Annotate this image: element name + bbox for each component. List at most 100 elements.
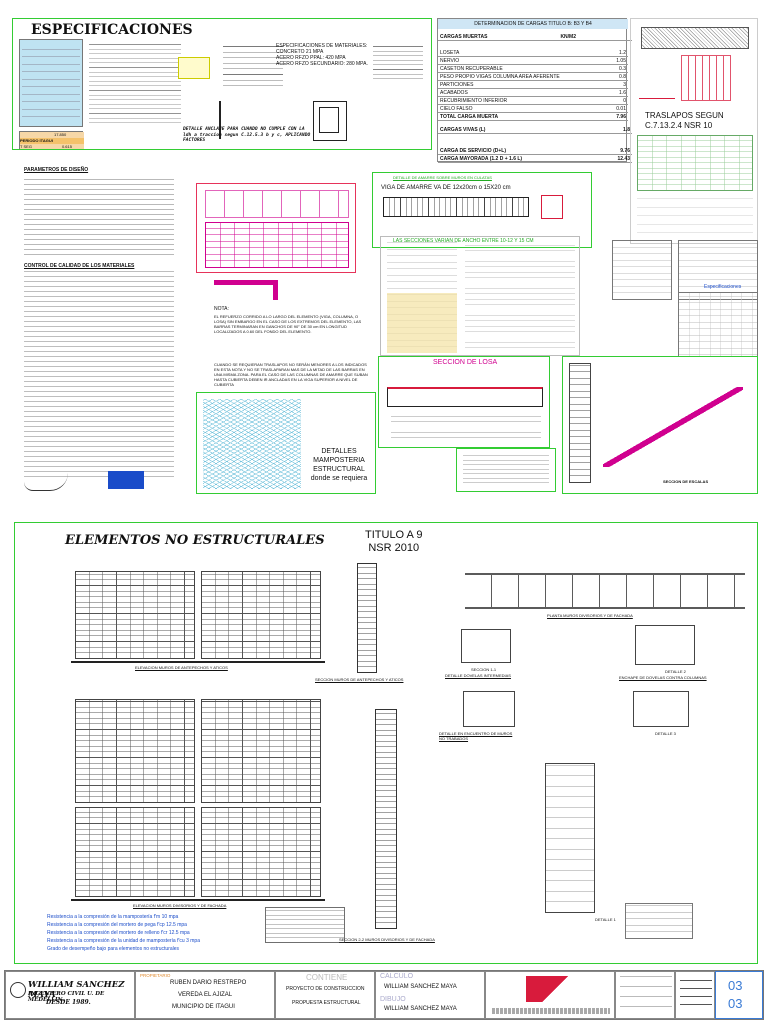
dibujo-label: DIBUJO [380,996,406,1003]
planta-label: PLANTA MUROS DIVISORIOS Y DE FACHADA [547,613,633,618]
revision-cell [675,971,715,1019]
column-detail-table-b [678,240,758,300]
seccion-1-label: SECCION 1-1 [471,667,497,672]
cargas-row: CASETON RECUPERABLE 0.3 [438,65,628,73]
cargas-row-label: PARTICIONES [440,81,474,88]
materiales-line-1: CONCRETO 21 MPA [276,49,324,55]
resistencias-note-box [265,907,345,943]
elevacion-antepechos-label: ELEVACION MUROS DE ANTEPECHOS Y ATICOS [135,665,228,670]
propietario-name: RUBEN DARIO RESTREPO [170,980,247,986]
control-lines [24,271,174,481]
losa-drawing [387,387,543,407]
calc-text [465,243,575,353]
cargas-row-label: LOSETA [440,49,460,56]
planta-drawing [465,573,745,609]
traslapo-mark [639,91,675,99]
calculo-label: CALCULO [380,973,414,980]
stair-plan [569,363,591,483]
resistencias-list: Resistencia a la compresión de la mampos… [47,913,267,953]
cargas-row-label: CIELO FALSO [440,105,473,112]
calculo-cell: CALCULO WILLIAM SANCHEZ MAYA DIBUJO WILL… [375,971,485,1019]
especificaciones-panel: ESPECIFICACIONES 17.850 PERIODO ITAGUI T… [12,18,432,150]
cargas-row-value: 0.3 [619,65,626,72]
rebar-cage-drawing [681,55,731,101]
column-detail-table: Especificaciones [612,240,760,370]
escalas-panel: SECCION DE ESCALAS [562,356,758,494]
detalle-anclaje-text: DETALLE ANCLAJE PARA CUANDO NO CUMPLE CO… [183,127,311,144]
stirrup-table-grid [205,222,349,268]
cargas-row-value: 0.01 [616,105,626,112]
cargas-row-label: ACABADOS [440,89,468,96]
logo-cell [485,971,615,1019]
fecha-rows [620,976,672,1016]
contiene-cell: CONTIENE PROYECTO DE CONSTRUCCION PROPUE… [275,971,375,1019]
calculo-name: WILLIAM SANCHEZ MAYA [384,984,457,990]
traslapos-table [637,135,753,191]
company-since: DESDE 1989. [46,999,91,1006]
brick-wall-6 [201,807,321,897]
cargas-row-label: NERVIO [440,57,460,64]
parametros-lines [24,175,174,259]
column-detail-table-a [612,240,672,300]
cargas-mayorada-row: CARGA MAYORADA (1.2 D + 1.6 L)12.43 [438,155,632,163]
especificaciones-tabla [678,292,758,362]
beam-bar-drawing [219,101,221,139]
materiales-line-2: ACERO RFZO PPAL: 420 MPA [276,55,346,61]
materiales-line-3: ACERO RFZO SECUNDARIO: 280 MPA. [276,61,368,67]
propietario-municipio: MUNICIPIO DE ITAGUI [172,1004,235,1010]
mamposteria-title: DETALLES MAMPOSTERIA ESTRUCTURAL donde s… [305,447,373,483]
cargas-title: DETERMINACION DE CARGAS TITULO B: B3 Y B… [438,19,628,29]
section-wall-2 [375,709,397,929]
elevacion-divisorios-label: ELEVACION MUROS DIVISORIOS Y DE FACHADA [133,903,227,908]
detail-dovelas-drawing [461,629,511,663]
sec-antepechos-label: SECCION MUROS DE ANTEPECHOS Y ATICOS [315,677,404,682]
detalle-encuentro-label: DETALLE EN ENCUENTRO DE MUROS NO TRABADO… [439,731,513,741]
red-logo-icon [526,976,606,1002]
cargas-row-label: RECUBRIMIENTO INFERIOR [440,97,508,104]
resistencia-2: Resistencia a la compresión del mortero … [47,922,187,928]
cargas-row-value: 7.96 [616,113,626,120]
nota-texto: EL REFUERZO CORRIDO A LO LARGO DEL ELEME… [214,314,362,334]
cargas-row-label: PESO PROPIO VIGAS COLUMNA AREA AFERENTE [440,73,560,80]
nota-texto-2: CUANDO SE REQUIERAN TRASLAPOS NO SERÁN M… [214,362,368,387]
parametros-column: PARAMETROS DE DISEÑO CONTROL DE CALIDAD … [12,165,192,495]
legend-table [625,903,693,939]
calc-summary-lines [463,455,549,487]
resistencia-5: Grado de desempeño bajo para elementos n… [47,946,180,952]
sec-divisorios-label: SECCION 2-2 MUROS DIVISORIOS Y DE FACHAD… [339,937,435,942]
sheet-number-cell: 03 03 [715,971,763,1019]
viga-amarre-panel: DETALLE DE AMARRE SOBRE MUROS EN CULATAS… [372,172,592,248]
cargas-row-label: TOTAL CARGA MUERTA [440,113,499,120]
detalle-2-label: DETALLE 2 [665,669,686,674]
ground-line-2 [71,899,325,901]
detail-encuentro-drawing [463,691,515,727]
viga-amarre-section [541,195,563,219]
company-name: WILLIAM SANCHEZ MAYA [28,980,125,1000]
hzo-row: 17.850 [20,132,84,138]
anclaje-note [223,41,283,91]
propietario-cell: PROPIETARIO RUBEN DARIO RESTREPO VEREDA … [135,971,275,1019]
enchape-label: ENCHAPE DE DOVELAS CONTRA COLUMNAS [619,675,707,680]
elementos-panel: ELEMENTOS NO ESTRUCTURALES TITULO A 9 NS… [14,522,758,964]
stirrup-table-panel [196,183,356,273]
cargas-row-label: CASETON RECUPERABLE [440,65,503,72]
detail-3-drawing [633,691,689,727]
corner-bar-drawing [214,280,278,300]
cargas-row-value: 1.6 [619,89,626,96]
stirrup-diagrams [205,190,349,218]
mamposteria-panel: DETALLES MAMPOSTERIA ESTRUCTURAL donde s… [196,392,376,494]
detail-enchape-drawing [635,625,695,665]
mamposteria-line-1: DETALLES [321,448,357,455]
cargas-row: TOTAL CARGA MUERTA 7.96 [438,113,628,121]
brick-wall-1 [75,571,195,659]
column-section-drawing [313,101,347,141]
brick-wall-4 [201,699,321,803]
traslapos-panel: TRASLAPOS SEGUN C.7.13.2.4 NSR 10 [630,18,758,244]
fecha-cell [615,971,675,1019]
detalle-3-label: DETALLE 3 [655,731,676,736]
sheet-total: 03 [728,996,743,1011]
